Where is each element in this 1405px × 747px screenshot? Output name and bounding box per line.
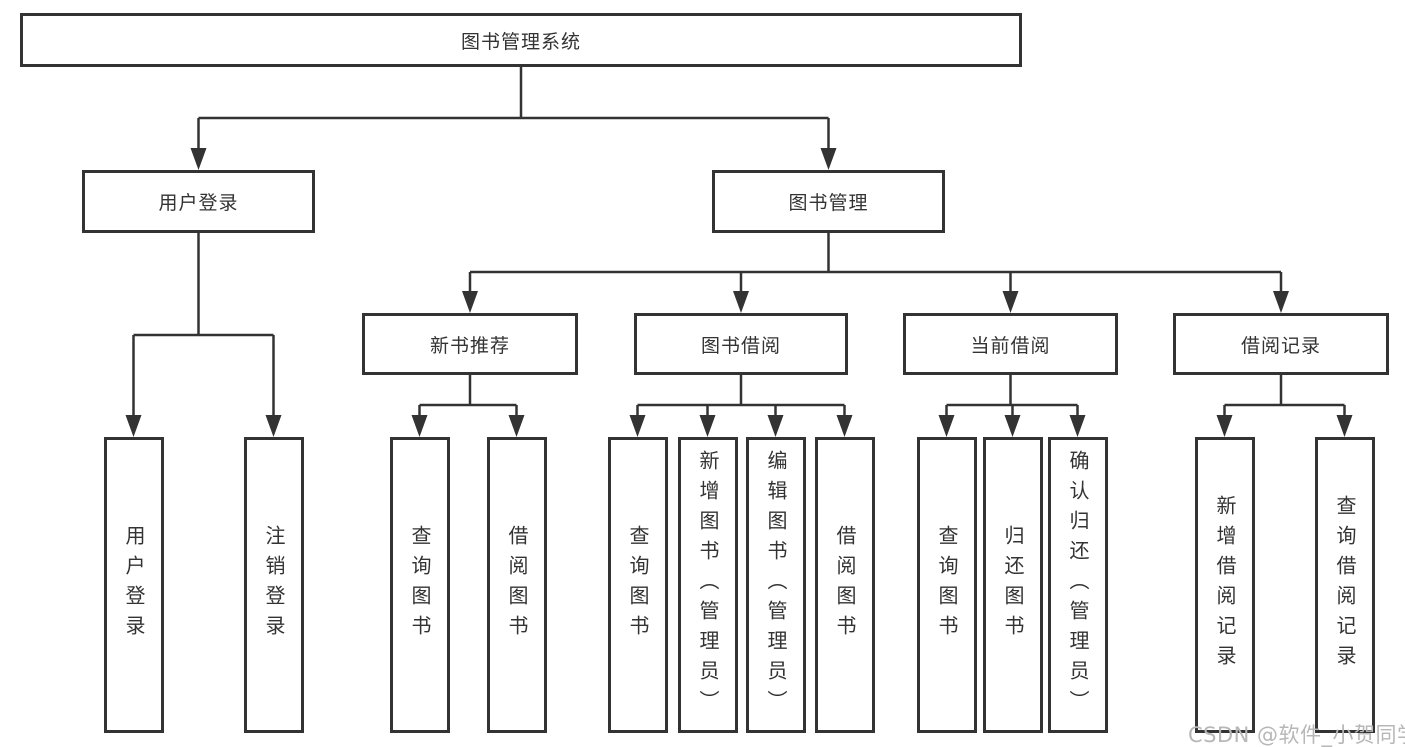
leaf-label: 编辑图书（管理员） <box>764 450 788 720</box>
leaf-return-books: 归还图书 <box>983 437 1043 733</box>
leaf-label: 用户登录 <box>122 525 146 645</box>
node-book-management: 图书管理 <box>712 170 945 233</box>
leaf-label: 借阅图书 <box>833 525 857 645</box>
node-borrowing-records: 借阅记录 <box>1173 313 1389 375</box>
node-root: 图书管理系统 <box>20 13 1022 67</box>
csdn-watermark: CSDN @软件_小贺同学 <box>1188 723 1405 747</box>
leaf-logout: 注销登录 <box>244 437 304 733</box>
leaf-query-books-current: 查询图书 <box>917 437 977 733</box>
leaf-query-borrow-record: 查询借阅记录 <box>1315 437 1375 733</box>
leaf-borrow-books: 借阅图书 <box>815 437 875 733</box>
leaf-confirm-return-admin: 确认归还（管理员） <box>1048 437 1108 733</box>
node-new-book-recommend: 新书推荐 <box>362 313 578 375</box>
leaf-add-borrow-record: 新增借阅记录 <box>1195 437 1255 733</box>
leaf-label: 查询图书 <box>626 525 650 645</box>
leaf-label: 注销登录 <box>262 525 286 645</box>
leaf-label: 新增借阅记录 <box>1213 495 1237 675</box>
leaf-label: 确认归还（管理员） <box>1066 450 1090 720</box>
leaf-label: 查询图书 <box>935 525 959 645</box>
leaf-label: 借阅图书 <box>505 525 529 645</box>
node-current-borrowing: 当前借阅 <box>903 313 1118 375</box>
leaf-borrow-books-recommend: 借阅图书 <box>487 437 547 733</box>
leaf-query-books-recommend: 查询图书 <box>390 437 450 733</box>
leaf-add-books-admin: 新增图书（管理员） <box>678 437 738 733</box>
leaf-label: 新增图书（管理员） <box>696 450 720 720</box>
leaf-user-login: 用户登录 <box>104 437 164 733</box>
node-user-login: 用户登录 <box>82 170 315 233</box>
node-book-borrowing: 图书借阅 <box>634 313 848 375</box>
leaf-query-books-borrowing: 查询图书 <box>608 437 668 733</box>
leaf-label: 查询借阅记录 <box>1333 495 1357 675</box>
leaf-label: 归还图书 <box>1001 525 1025 645</box>
arrowheads <box>125 148 1353 437</box>
leaf-label: 查询图书 <box>408 525 432 645</box>
leaf-edit-books-admin: 编辑图书（管理员） <box>746 437 806 733</box>
